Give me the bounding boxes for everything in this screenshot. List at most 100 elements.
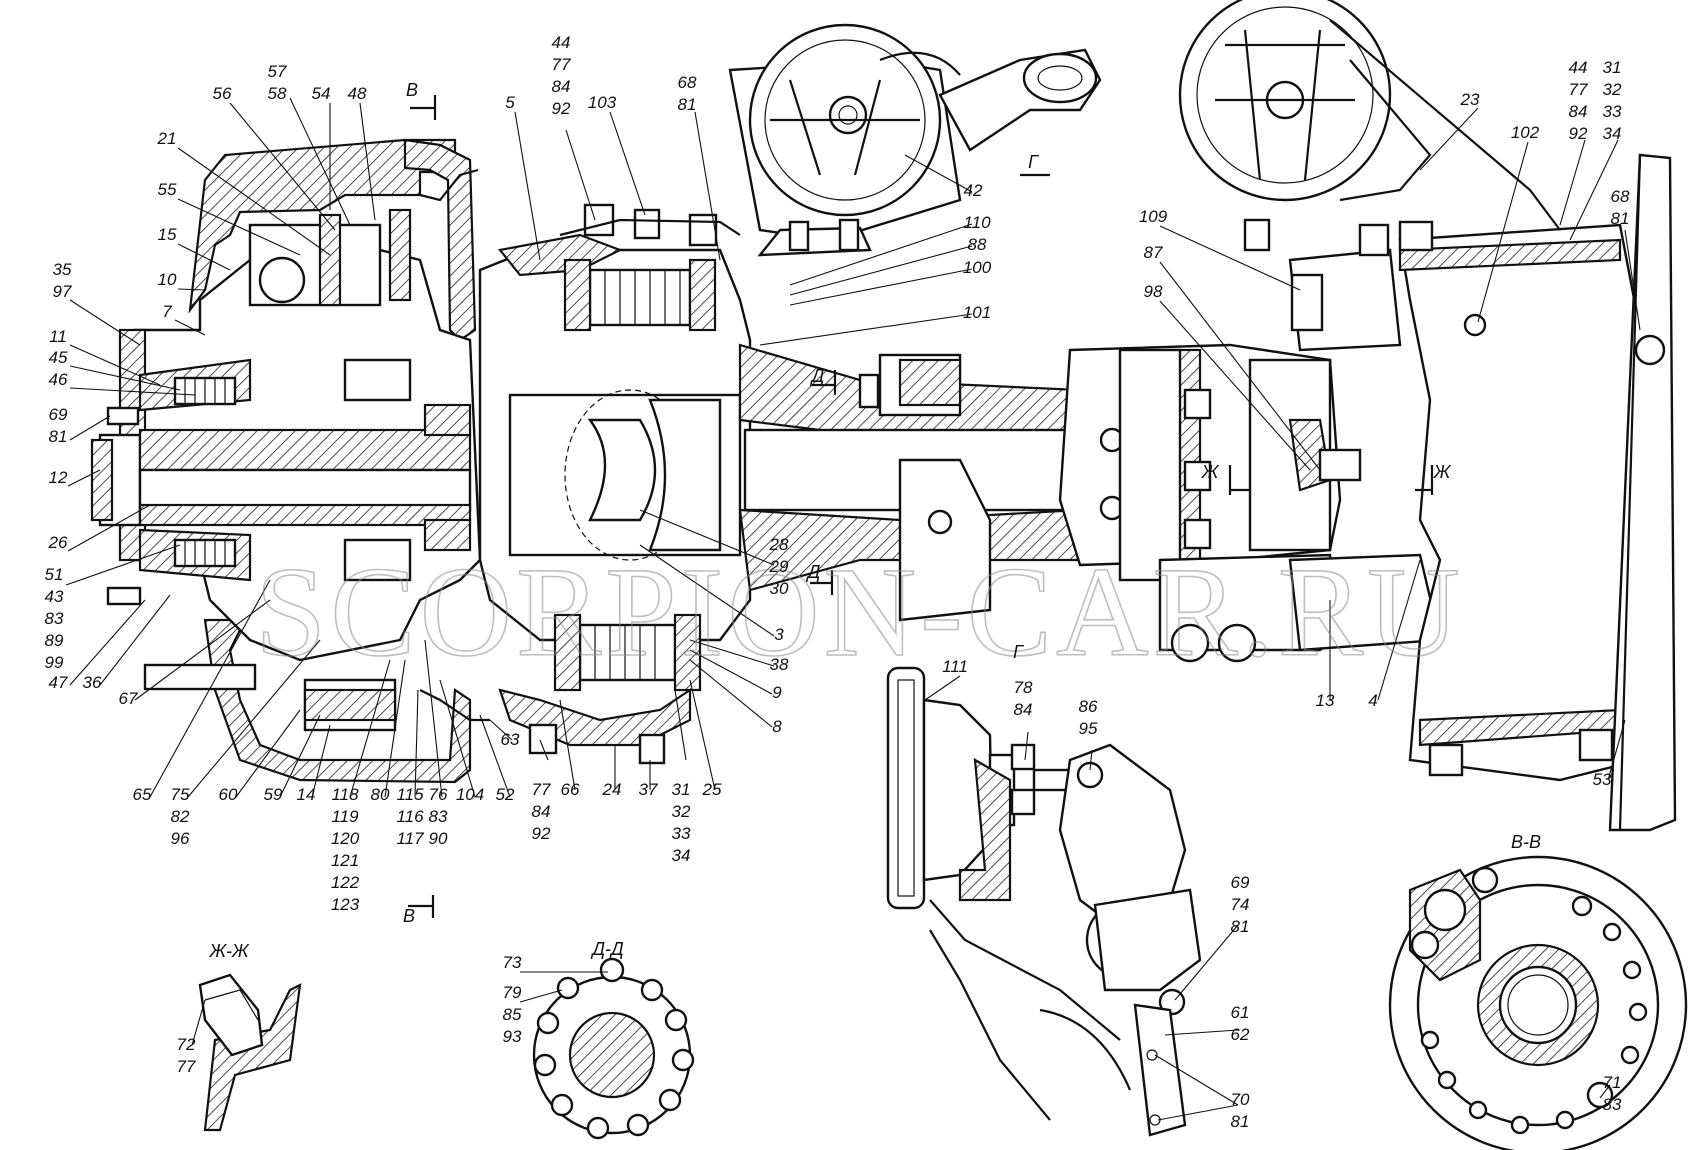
section-title-tVV: В-В — [1511, 832, 1541, 852]
callout-c8: 8 — [772, 717, 782, 736]
callout-line: 84 — [532, 802, 551, 821]
callout-line: 68 — [678, 73, 697, 92]
callout-c55: 55 — [158, 180, 177, 199]
callout-line: 31 — [1603, 58, 1622, 77]
callout-line: 24 — [602, 780, 622, 799]
callout-line: 11 — [49, 327, 67, 346]
callout-line: 44 — [552, 33, 571, 52]
callout-line: 7 — [162, 302, 172, 321]
callout-c9: 9 — [772, 683, 782, 702]
watermark: SCORPION-CAR.RU — [255, 541, 1464, 683]
callout-line: 103 — [588, 93, 617, 112]
callout-line: 4 — [1368, 691, 1377, 710]
callout-line: 82 — [171, 807, 190, 826]
callout-c63: 63 — [501, 730, 520, 749]
callout-line: 8 — [772, 717, 782, 736]
callout-line: 43 — [45, 587, 64, 606]
callout-line: 34 — [672, 846, 691, 865]
callout-line: 21 — [157, 129, 177, 148]
callout-line: 30 — [770, 579, 789, 598]
callout-line: 59 — [264, 785, 283, 804]
callout-line: 120 — [331, 829, 360, 848]
callout-line: 88 — [968, 235, 987, 254]
callout-line: 9 — [772, 683, 782, 702]
callout-line: 67 — [119, 689, 138, 708]
callout-c98: 98 — [1144, 282, 1163, 301]
callout-line: 92 — [532, 824, 551, 843]
callout-line: 68 — [1611, 187, 1630, 206]
callout-c59: 59 — [264, 785, 283, 804]
callout-c28: 28 29 30 — [769, 535, 789, 598]
callout-line: 110 — [963, 213, 991, 232]
callout-c25: 25 — [702, 780, 722, 799]
callout-line: 29 — [769, 557, 789, 576]
steering-arm — [728, 23, 1102, 257]
knuckle-pivot-section — [478, 203, 752, 765]
callout-line: 101 — [963, 303, 991, 322]
callout-line: 35 — [53, 260, 72, 279]
callout-c87: 87 — [1144, 243, 1163, 262]
callout-c110: 110 — [963, 213, 991, 232]
callout-line: 121 — [331, 851, 359, 870]
callout-c26: 26 — [48, 533, 68, 552]
callout-line: 5 — [505, 93, 515, 112]
callout-line: 75 — [171, 785, 190, 804]
callout-line: 95 — [1079, 719, 1098, 738]
callout-line: 62 — [1231, 1025, 1250, 1044]
callout-line: 32 — [1603, 80, 1622, 99]
callout-line: 104 — [456, 785, 484, 804]
callout-c15: 15 — [158, 225, 177, 244]
callout-c36: 36 — [83, 673, 102, 692]
callout-line: 69 — [49, 405, 68, 424]
callout-c52: 52 — [496, 785, 515, 804]
callout-c75: 75 82 96 — [171, 785, 190, 848]
callout-line: 47 — [49, 673, 68, 692]
callout-line: 83 — [1603, 1095, 1622, 1114]
callout-line: 23 — [1460, 90, 1480, 109]
callout-line: 55 — [158, 180, 177, 199]
callout-c5: 5 — [505, 93, 515, 112]
callout-line: 93 — [503, 1027, 522, 1046]
callout-line: 111 — [942, 657, 968, 676]
callout-line: 84 — [552, 77, 571, 96]
callout-line: 76 — [429, 785, 448, 804]
callout-c109: 109 — [1139, 207, 1168, 226]
callout-line: 100 — [963, 258, 992, 277]
hub-reduction-section — [90, 138, 490, 784]
callout-c12: 12 — [49, 468, 68, 487]
callout-line: 36 — [83, 673, 102, 692]
callout-c11: 11 — [49, 327, 67, 346]
callout-line: 96 — [171, 829, 190, 848]
callout-line: 54 — [312, 84, 331, 103]
callout-line: 60 — [219, 785, 238, 804]
callout-line: 28 — [769, 535, 789, 554]
callout-line: 92 — [552, 99, 571, 118]
callout-line: 117 — [396, 829, 424, 848]
callout-c47: 47 — [49, 673, 68, 692]
callout-line: 81 — [49, 427, 68, 446]
callout-line: 61 — [1231, 1003, 1250, 1022]
callout-line: 70 — [1231, 1090, 1250, 1109]
callout-line: 33 — [672, 824, 691, 843]
callout-line: 81 — [1611, 209, 1630, 228]
callout-line: 102 — [1511, 123, 1540, 142]
callout-line: 72 — [177, 1035, 196, 1054]
section-vv — [1388, 855, 1688, 1150]
leader-lines — [65, 97, 1641, 1121]
callout-line: 81 — [1231, 1112, 1250, 1131]
callout-line: 31 — [672, 780, 691, 799]
